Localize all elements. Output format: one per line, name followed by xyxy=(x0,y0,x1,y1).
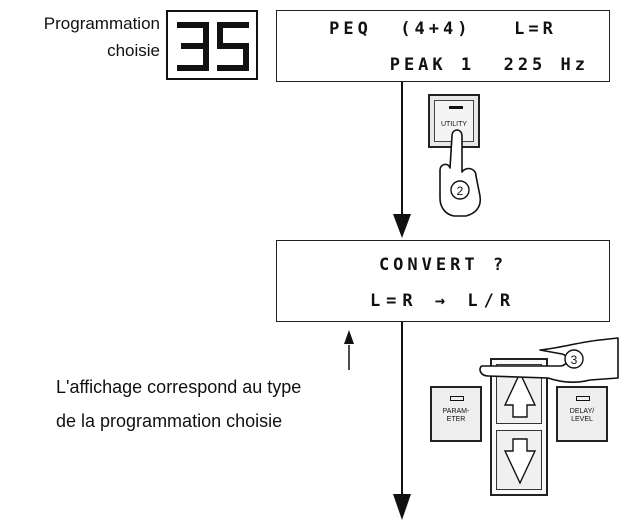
delay-level-button[interactable]: DELAY/ LEVEL xyxy=(556,386,608,442)
delay-level-button-label: DELAY/ LEVEL xyxy=(569,408,595,423)
button-cluster: PARAM- ETER DELAY/ LEVEL xyxy=(428,358,608,498)
note-line2: de la programmation choisie xyxy=(56,411,283,431)
parameter-button[interactable]: PARAM- ETER xyxy=(430,386,482,442)
lcd2-line1: CONVERT ? xyxy=(378,255,508,275)
note-line1: L'affichage correspond au type xyxy=(56,377,302,397)
up-arrow-icon xyxy=(503,371,537,418)
display-note: L'affichage correspond au type de la pro… xyxy=(56,370,376,438)
note-pointer-arrowhead xyxy=(344,330,354,344)
lcd1-line2: PEAK 1 225 Hz xyxy=(389,55,589,75)
lcd1-line1: PEQ (4+4) L=R xyxy=(329,19,557,39)
step3-number: 3 xyxy=(571,353,578,367)
program-label: Programmation choisie xyxy=(0,10,160,64)
seven-segment-digits xyxy=(177,22,249,71)
lcd-display-1: PEQ (4+4) L=R PEAK 1 225 Hz xyxy=(276,10,610,82)
updown-frame xyxy=(490,358,548,496)
parameter-button-label: PARAM- ETER xyxy=(442,408,470,423)
delay-level-led-icon xyxy=(576,396,590,401)
flow-arrowhead-2 xyxy=(393,494,411,520)
program-number-display: 35 xyxy=(166,10,258,80)
parameter-led-icon xyxy=(450,396,464,401)
flow-arrowhead-1 xyxy=(393,214,411,238)
utility-button-label: UTILITY xyxy=(440,121,468,128)
down-arrow-icon xyxy=(503,438,537,485)
step2-number: 2 xyxy=(457,184,464,198)
down-button[interactable] xyxy=(496,430,542,490)
program-label-line1: Programmation xyxy=(43,14,160,33)
program-label-line2: choisie xyxy=(107,41,160,60)
utility-led-icon xyxy=(449,106,463,109)
lcd-display-2: CONVERT ? L=R → L/R xyxy=(276,240,610,322)
lcd2-line2: L=R → L/R xyxy=(369,291,517,311)
